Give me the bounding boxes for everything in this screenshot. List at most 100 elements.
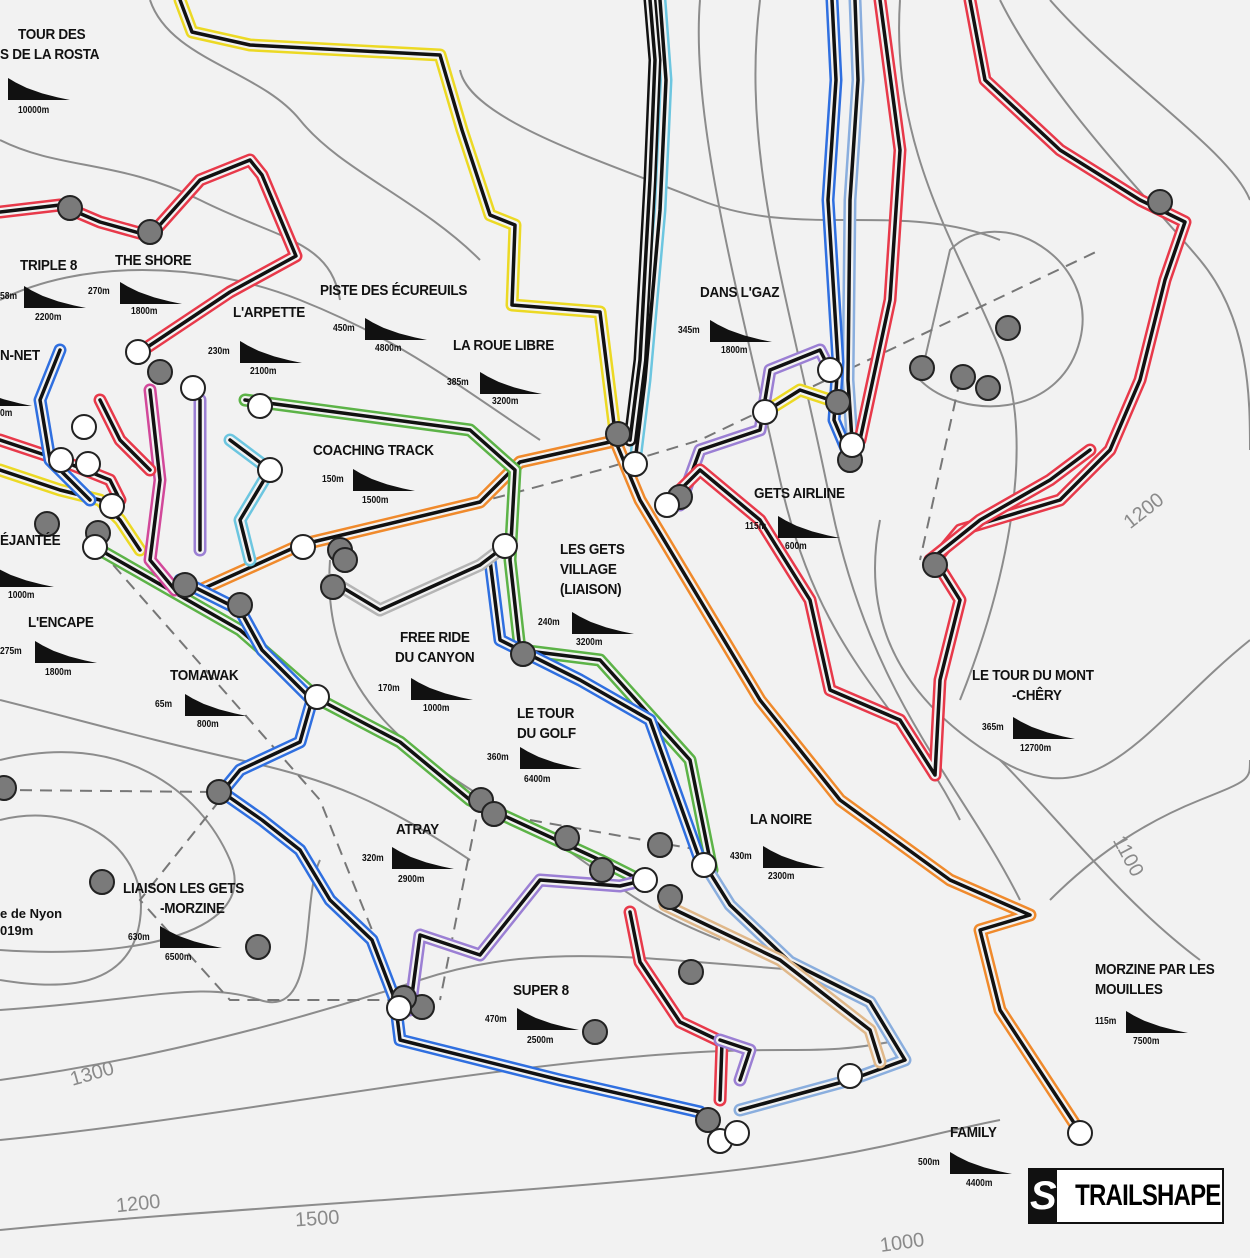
trail-name: S DE LA ROSTA <box>0 46 100 63</box>
trail-name: DU CANYON <box>395 649 475 666</box>
lift-station-marker <box>227 592 253 618</box>
lift-station-marker <box>320 574 346 600</box>
trail-drop: 470m <box>485 1014 507 1025</box>
contour-line <box>0 1119 1001 1231</box>
trail-length: 3200m <box>576 637 603 648</box>
lift-station-marker <box>332 547 358 573</box>
trail-drop: 65m <box>155 699 173 710</box>
trail-line <box>228 438 272 562</box>
trail-length: 2900m <box>398 874 425 885</box>
lift-line <box>439 799 481 1001</box>
trail-name: FAMILY <box>950 1124 997 1141</box>
trail-name: GETS AIRLINE <box>754 485 845 502</box>
trail-start-marker <box>82 534 108 560</box>
trail-start-marker <box>691 852 717 878</box>
trail-line <box>148 388 177 592</box>
lift-station-marker <box>678 959 704 985</box>
peak-name: e de Nyon <box>0 906 63 921</box>
lift-station-marker <box>137 219 163 245</box>
contour-line <box>918 230 1084 408</box>
contour-line <box>0 699 471 861</box>
contour-line <box>0 859 321 1011</box>
trail-name: L'ARPETTE <box>233 304 306 321</box>
lift-station-marker <box>206 779 232 805</box>
trail-length: 12700m <box>1020 743 1052 754</box>
trail-drop: 365m <box>982 722 1004 733</box>
trail-line <box>718 1038 752 1082</box>
trail-drop: 360m <box>487 752 509 763</box>
logo-text: TRAILSHAPE <box>1074 1179 1221 1212</box>
lift-station-marker <box>245 934 271 960</box>
trail-line <box>488 558 702 862</box>
trail-line <box>628 910 724 1102</box>
contour-line <box>999 0 1250 451</box>
trail-length: 2100m <box>250 366 277 377</box>
trail-name: LIAISON LES GETS <box>123 880 244 897</box>
trail-length: 10000m <box>18 105 50 116</box>
trail-length: 6400m <box>524 774 551 785</box>
trail-start-marker <box>75 451 101 477</box>
trailshape-logo: S TRAILSHAPE <box>1028 1168 1224 1224</box>
trail-drop: 230m <box>208 346 230 357</box>
trail-name: TOUR DES <box>18 26 86 43</box>
trail-name: DANS L'GAZ <box>700 284 780 301</box>
trail-length: 1000m <box>8 590 35 601</box>
trail-name: LA NOIRE <box>750 811 812 828</box>
trail-start-marker <box>48 447 74 473</box>
trail-name: N-NET <box>0 347 40 364</box>
trail-drop: 450m <box>333 323 355 334</box>
trail-line <box>178 0 617 434</box>
trail-start-marker <box>99 493 125 519</box>
trail-gap <box>176 0 619 436</box>
contour-line <box>874 519 1250 780</box>
trail-tan-outline <box>658 898 887 1069</box>
trail-line <box>98 398 152 472</box>
trail-length: 4800m <box>375 343 402 354</box>
trail-name: MOUILLES <box>1095 981 1163 998</box>
logo-mark-icon: S <box>1030 1170 1057 1222</box>
trail-length: 1500m <box>362 495 389 506</box>
trail-name: (LIAISON) <box>560 581 622 598</box>
lift-station-marker <box>147 359 173 385</box>
trail-gap <box>661 901 884 1066</box>
trail-drop: 115m <box>1095 1016 1117 1027</box>
lift-station-marker <box>172 572 198 598</box>
trail-name: COACHING TRACK <box>313 442 434 459</box>
trail-line <box>858 0 902 442</box>
trail-name: TRIPLE 8 <box>20 257 78 274</box>
contour-line <box>0 751 236 953</box>
trail-line <box>328 544 507 612</box>
trail-start-marker <box>724 1120 750 1146</box>
trail-start-marker <box>386 995 412 1021</box>
trail-drop: 500m <box>918 1157 940 1168</box>
trail-name: -MORZINE <box>160 900 225 917</box>
trail-start-marker <box>257 457 283 483</box>
contour-line <box>0 1039 901 1141</box>
trail-line <box>613 438 1082 1134</box>
trail-length: 7500m <box>1133 1036 1160 1047</box>
trail-drop: 150m <box>322 474 344 485</box>
lift-station-marker <box>510 641 536 667</box>
trail-line <box>928 448 1092 562</box>
contour-line <box>0 139 341 301</box>
contour-line <box>1049 759 1250 901</box>
trail-name: VILLAGE <box>560 561 617 578</box>
trail-red-outline <box>658 0 1192 782</box>
trail-name: L'ENCAPE <box>28 614 94 631</box>
trail-drop: 385m <box>447 377 469 388</box>
trail-name: PISTE DES ÉCUREUILS <box>320 282 468 299</box>
lift-line <box>138 799 400 1001</box>
trail-drop: 275m <box>0 646 22 657</box>
trail-start-marker <box>290 534 316 560</box>
lift-station-marker <box>0 775 17 801</box>
lift-station-marker <box>582 1019 608 1045</box>
trail-length: 3200m <box>492 396 519 407</box>
lift-station-marker <box>950 364 976 390</box>
trail-name: LE TOUR DU MONT <box>972 667 1094 684</box>
trail-drop: 270m <box>88 286 110 297</box>
trail-drop: 320m <box>362 853 384 864</box>
trail-start-marker <box>492 533 518 559</box>
trail-line <box>663 903 882 1064</box>
contour-line <box>1049 0 1250 201</box>
